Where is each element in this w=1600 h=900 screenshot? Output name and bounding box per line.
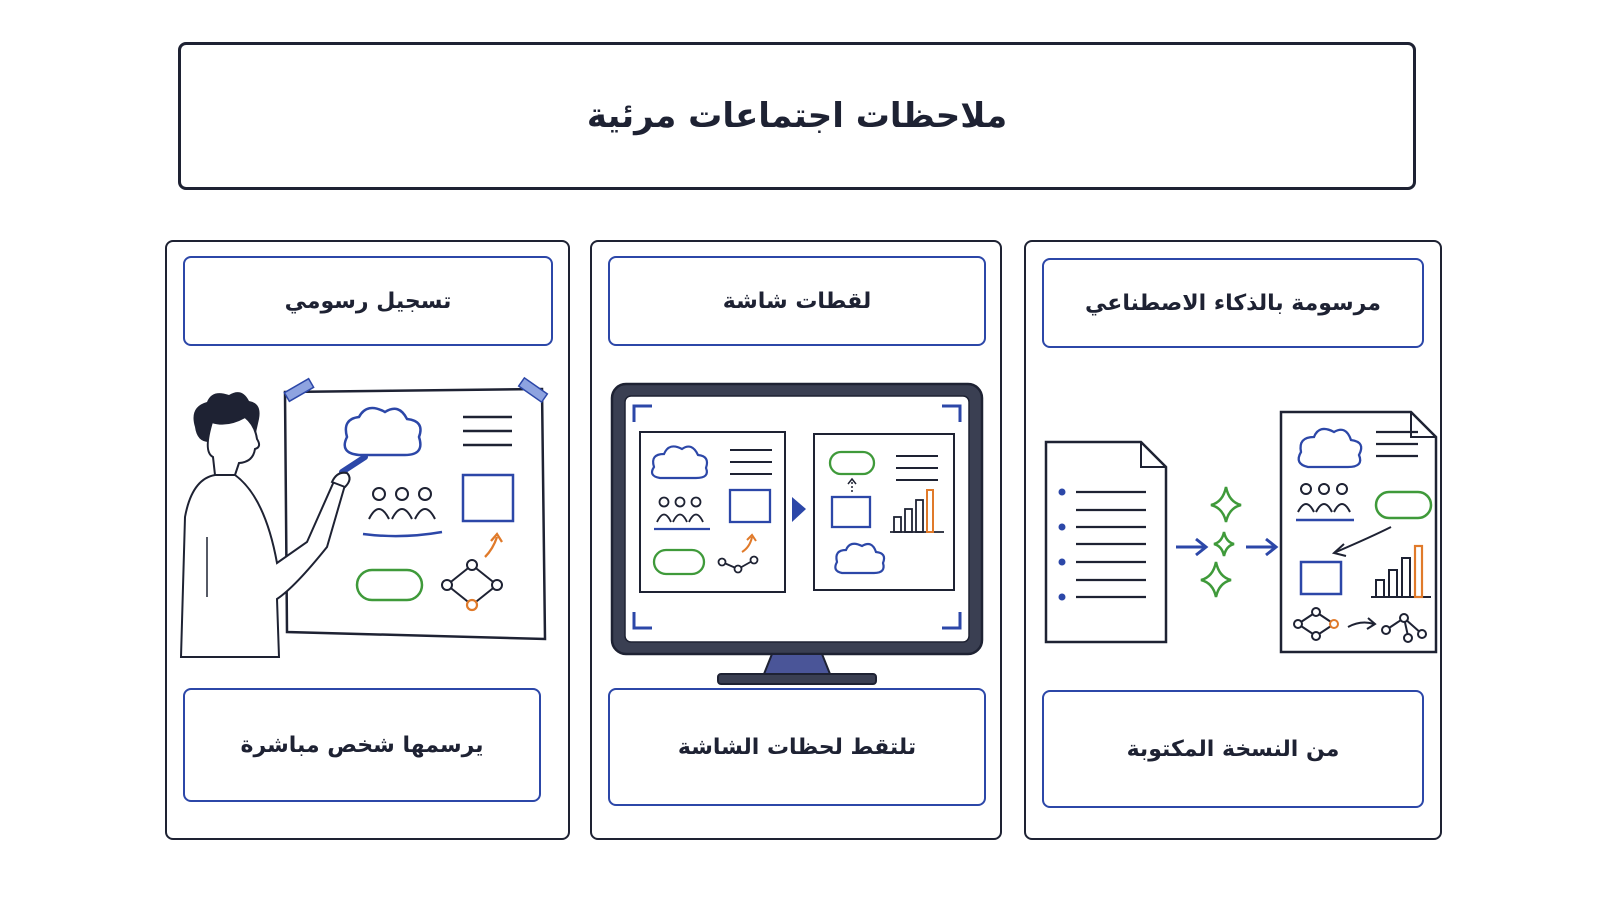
panel-ai-caption-box: من النسخة المكتوبة xyxy=(1042,690,1424,808)
panel-graphic-heading: تسجيل رسومي xyxy=(284,288,452,314)
ai-transcript-illustration xyxy=(1044,410,1438,654)
panel-screenshots-heading: لقطات شاشة xyxy=(722,288,872,314)
panel-graphic-caption-box: يرسمها شخص مباشرة xyxy=(183,688,541,802)
panel-ai-drawn: مرسومة بالذكاء الاصطناعي من النسخة المكت… xyxy=(1024,240,1442,840)
page-title: ملاحظات اجتماعات مرئية xyxy=(586,96,1008,136)
panel-screenshots-caption-box: تلتقط لحظات الشاشة xyxy=(608,688,986,806)
panel-screenshots-heading-box: لقطات شاشة xyxy=(608,256,986,346)
panel-ai-heading: مرسومة بالذكاء الاصطناعي xyxy=(1085,290,1381,316)
monitor-illustration xyxy=(610,382,984,685)
title-banner: ملاحظات اجتماعات مرئية xyxy=(178,42,1416,190)
panel-screenshots-caption: تلتقط لحظات الشاشة xyxy=(677,734,917,760)
panel-screenshots: لقطات شاشة تلتقط لحظات الشاشة xyxy=(590,240,1002,840)
whiteboard-person-illustration xyxy=(179,376,549,658)
panel-graphic-recording: تسجيل رسومي يرسمها شخص مباشرة xyxy=(165,240,570,840)
panel-ai-heading-box: مرسومة بالذكاء الاصطناعي xyxy=(1042,258,1424,348)
panel-graphic-heading-box: تسجيل رسومي xyxy=(183,256,553,346)
panel-ai-caption: من النسخة المكتوبة xyxy=(1126,736,1340,762)
panel-graphic-caption: يرسمها شخص مباشرة xyxy=(240,732,484,758)
